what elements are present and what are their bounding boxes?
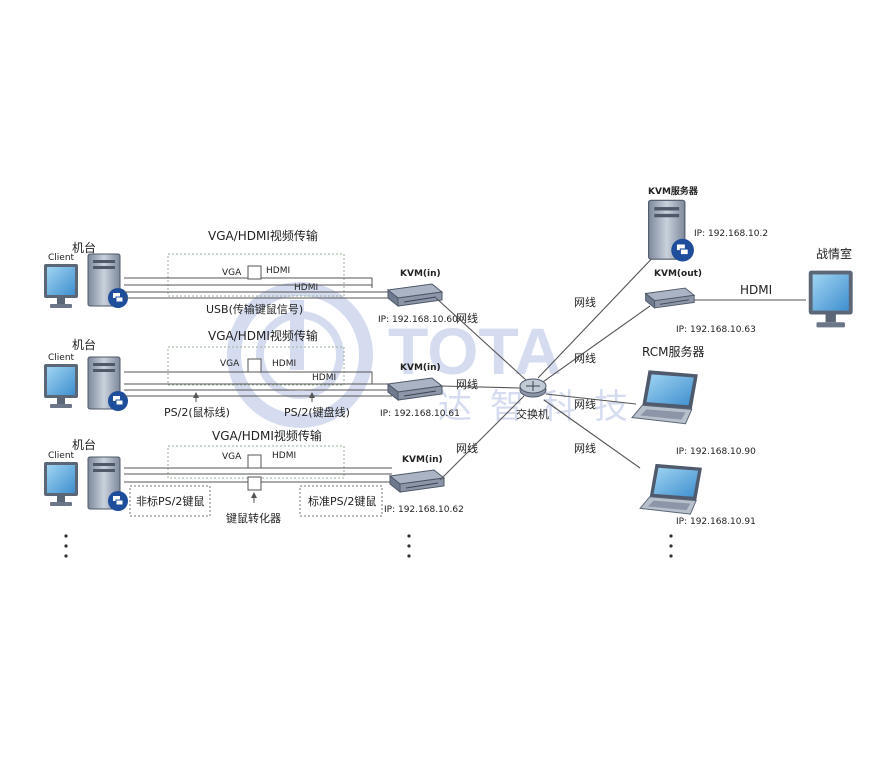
- video-label: VGA/HDMI视频传输: [208, 228, 318, 243]
- host-tower-icon: [87, 456, 128, 512]
- watermark-logo-circle: [227, 282, 373, 428]
- client-monitor-icon: [44, 364, 78, 408]
- kvm-in-ip: IP: 192.168.10.62: [384, 505, 464, 515]
- kvm-in-icon: [389, 469, 445, 493]
- kvm-out: KVM(out) IP: 192.168.10.63: [645, 269, 756, 335]
- hdmi-label-b: HDMI: [294, 283, 318, 293]
- kvm-in-ip: IP: 192.168.10.61: [380, 409, 460, 419]
- row-2: 机台 Client VGA/HDMI视频传输 VGA HDMI HDMI PS/…: [44, 328, 478, 419]
- nonstd-label: 非标PS/2键鼠: [136, 494, 204, 508]
- host-label: 机台: [72, 337, 96, 352]
- usb-note: USB(传输键鼠信号): [206, 302, 303, 316]
- std-dash-box: [299, 485, 383, 517]
- network-links: [435, 249, 806, 481]
- video-dash-box: [167, 346, 345, 386]
- kvm-in-ip: IP: 192.168.10.60: [378, 315, 458, 325]
- hdmi-label-b: HDMI: [312, 373, 336, 383]
- kvm-out-icon: [645, 287, 695, 309]
- continuation-dots: [64, 534, 673, 558]
- laptop-ip-top: IP: 192.168.10.90: [676, 447, 756, 457]
- vga-label: VGA: [220, 359, 240, 369]
- net-label: 网线: [456, 311, 478, 325]
- video-label: VGA/HDMI视频传输: [208, 328, 318, 343]
- host-tower-icon: [87, 253, 128, 309]
- watermark-logo-text: TOTA: [388, 314, 562, 388]
- vga-hdmi-adapter-icon: [247, 454, 262, 469]
- rcm-server-label: RCM服务器: [642, 344, 704, 359]
- net-label-laptop: 网线: [574, 441, 596, 455]
- row-1: 机台 Client VGA/HDMI视频传输 VGA HDMI HDMI USB…: [44, 228, 478, 325]
- war-room: 战情室 HDMI: [740, 246, 853, 328]
- hdmi-label-a: HDMI: [266, 266, 290, 276]
- ps2-mouse-label: PS/2(鼠标线): [164, 405, 230, 419]
- client-monitor-icon: [44, 462, 78, 506]
- host-label: 机台: [72, 437, 96, 452]
- war-room-monitor-icon: [808, 270, 853, 328]
- kvm-in-icon: [387, 283, 443, 307]
- kvm-in-label: KVM(in): [400, 269, 441, 279]
- row-3: 机台 Client VGA/HDMI视频传输 VGA HDMI 非标PS/2键鼠…: [44, 428, 478, 525]
- client-monitor-icon: [44, 264, 78, 308]
- hdmi-label-a: HDMI: [272, 451, 296, 461]
- vga-label: VGA: [222, 268, 242, 278]
- net-label-kvm-out: 网线: [574, 351, 596, 365]
- war-room-label: 战情室: [816, 246, 852, 261]
- nonstd-dash-box: [129, 485, 211, 517]
- hdmi-link-label: HDMI: [740, 283, 772, 297]
- video-label: VGA/HDMI视频传输: [212, 428, 322, 443]
- client-label: Client: [48, 253, 75, 263]
- std-label: 标准PS/2键鼠: [308, 494, 376, 508]
- switch: 交换机: [516, 378, 549, 421]
- converter-icon: [247, 476, 262, 491]
- kvm-server-ip: IP: 192.168.10.2: [694, 229, 768, 239]
- kvm-out-ip: IP: 192.168.10.63: [676, 325, 756, 335]
- client-label: Client: [48, 353, 75, 363]
- laptop-icon: [639, 463, 703, 515]
- client-label: Client: [48, 451, 75, 461]
- server-tower-icon: [648, 199, 694, 263]
- kvm-server: KVM服务器 IP: 192.168.10.2: [648, 185, 768, 263]
- ps2-keyboard-label: PS/2(键盘线): [284, 405, 350, 419]
- hdmi-label-a: HDMI: [272, 359, 296, 369]
- net-label-rcm: 网线: [574, 397, 596, 411]
- converter-label: 键鼠转化器: [226, 511, 281, 525]
- net-label-server: 网线: [574, 295, 596, 309]
- video-dash-box: [167, 253, 345, 297]
- kvm-server-label: KVM服务器: [648, 185, 699, 197]
- vga-hdmi-adapter-icon: [247, 265, 262, 280]
- vga-hdmi-adapter-icon: [247, 358, 262, 373]
- host-tower-icon: [87, 356, 128, 412]
- kvm-out-label: KVM(out): [654, 269, 702, 279]
- kvm-in-label: KVM(in): [400, 363, 441, 373]
- switch-label: 交换机: [516, 407, 549, 421]
- vga-label: VGA: [222, 452, 242, 462]
- laptop-client: IP: 192.168.10.90 IP: 192.168.10.91: [639, 447, 756, 527]
- rcm-server: RCM服务器: [631, 344, 704, 425]
- kvm-in-label: KVM(in): [402, 455, 443, 465]
- host-label: 机台: [72, 240, 96, 255]
- net-label: 网线: [456, 441, 478, 455]
- laptop-ip-bottom: IP: 192.168.10.91: [676, 517, 756, 527]
- net-label: 网线: [456, 377, 478, 391]
